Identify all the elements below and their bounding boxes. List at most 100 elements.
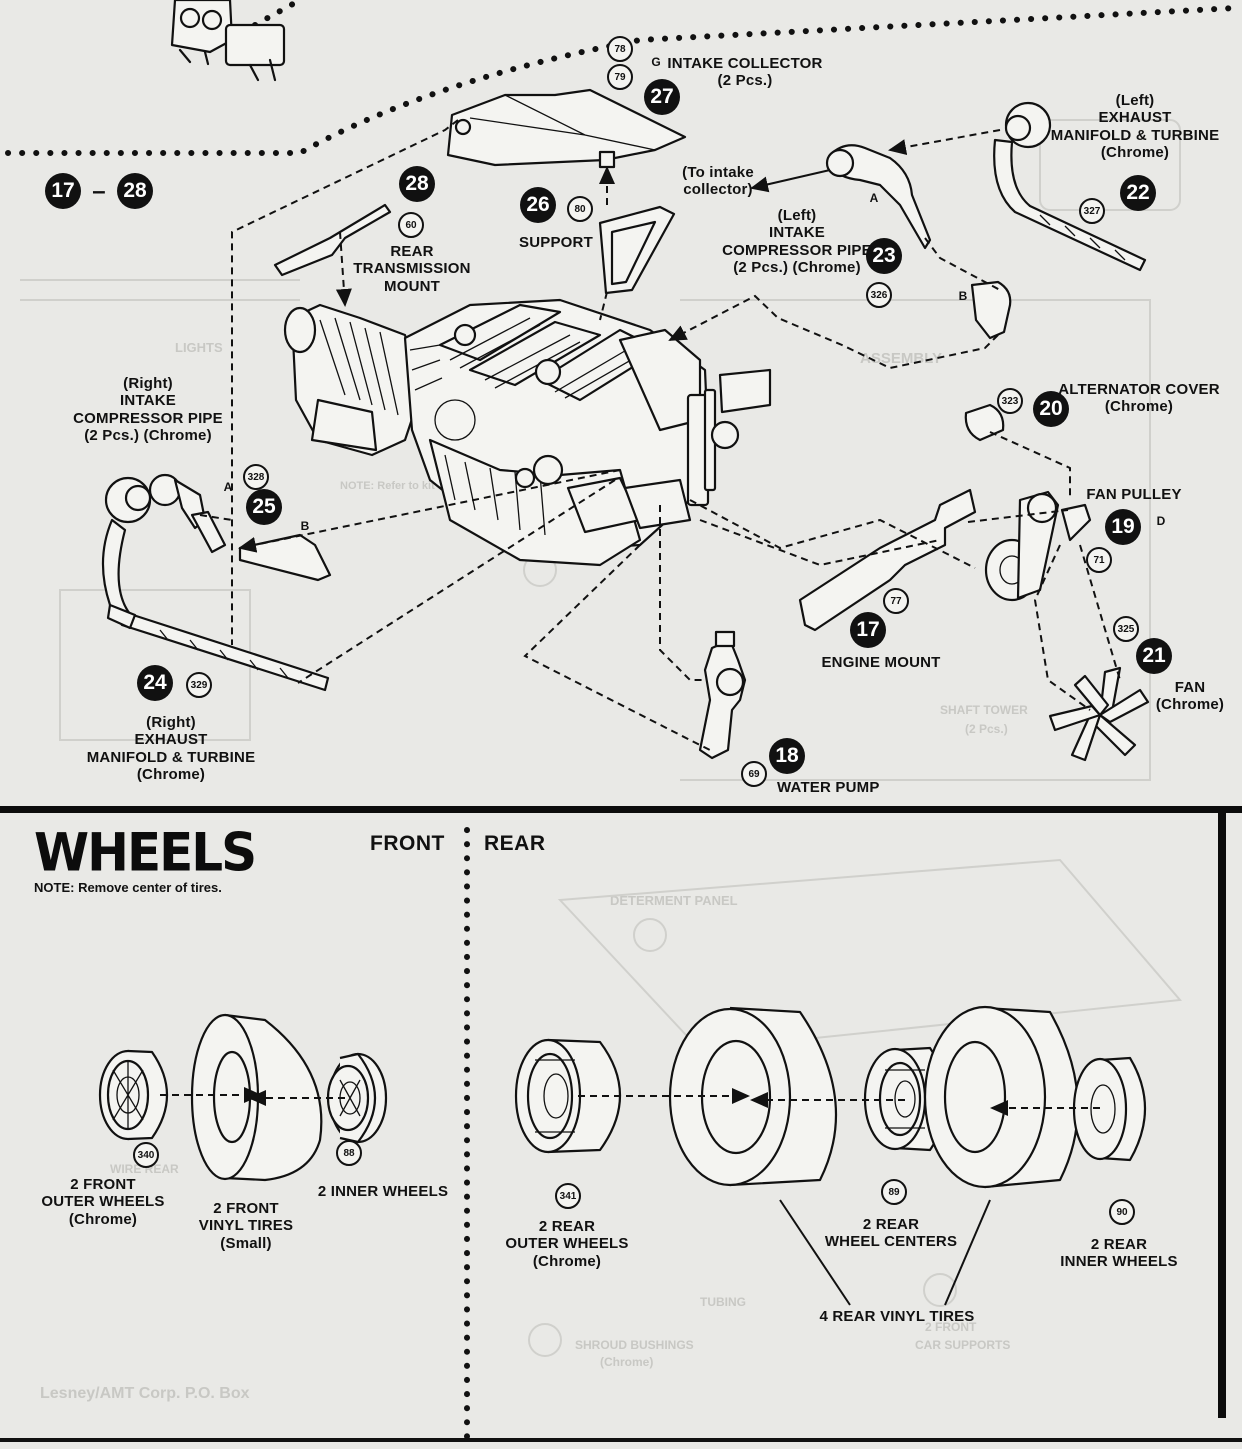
step-badge-17: 17: [850, 612, 886, 648]
label-inner-wheels: 2 INNER WHEELS: [317, 1183, 449, 1200]
part-number-79: 79: [607, 64, 633, 90]
label-left-intake-pipe: (Left)INTAKE COMPRESSOR PIPE(2 Pcs.) (Ch…: [722, 207, 872, 276]
dotted-boundary: [5, 5, 1238, 156]
part-number-78: 78: [607, 36, 633, 62]
ghost-text: LIGHTS: [175, 340, 223, 355]
engine-mount: [798, 488, 977, 632]
ghost-text: (2 Pcs.): [965, 722, 1008, 736]
step-badge-start: 17: [45, 173, 81, 209]
part-number-326: 326: [866, 282, 892, 308]
part-number-341: 341: [555, 1183, 581, 1209]
right-exhaust-manifold: [101, 476, 330, 692]
label-engine-mount: ENGINE MOUNT: [821, 654, 941, 671]
front-inner-wheel: [326, 1052, 388, 1144]
step-badge-20: 20: [1033, 391, 1069, 427]
ghost-text: SHROUD BUSHINGS: [575, 1338, 694, 1352]
range-dash: –: [92, 178, 106, 205]
part-number-327: 327: [1079, 198, 1105, 224]
ghost-text: (Chrome): [600, 1355, 654, 1369]
label-right-intake-pipe: (Right)INTAKE COMPRESSOR PIPE(2 Pcs.) (C…: [73, 375, 223, 444]
water-pump: [698, 630, 747, 760]
label-intake-collector: INTAKE COLLECTOR(2 Pcs.): [667, 55, 823, 90]
label-alternator-cover: ALTERNATOR COVER(Chrome): [1058, 381, 1220, 416]
rear-header: REAR: [484, 832, 546, 855]
front-vinyl-tire: [190, 1013, 323, 1182]
step-badge-22: 22: [1120, 175, 1156, 211]
fan-blade: [1048, 666, 1150, 762]
label-right-exhaust: (Right)EXHAUST MANIFOLD & TURBINE(Chrome…: [86, 714, 256, 783]
dotted-boundary-top: [252, 0, 303, 28]
attach-letter-a-left: A: [869, 191, 879, 205]
fan-pulley: [984, 490, 1092, 602]
step-badge-21: 21: [1136, 638, 1172, 674]
part-number-88: 88: [336, 1140, 362, 1166]
step-badge-24: 24: [137, 665, 173, 701]
step-badge-25: 25: [246, 489, 282, 525]
attach-letter-a-right: A: [223, 480, 233, 494]
attach-letter-d: D: [1156, 514, 1166, 528]
left-exhaust-manifold: [993, 101, 1147, 272]
attach-letter-b-left: B: [958, 289, 968, 303]
label-water-pump: WATER PUMP: [777, 779, 880, 796]
attach-letter-b-right: B: [300, 519, 310, 533]
ghost-text: TUBING: [700, 1295, 746, 1309]
frame-edge: [1218, 813, 1226, 1418]
section-divider: [0, 806, 1242, 813]
leader-line: [944, 1199, 991, 1306]
part-number-60: 60: [398, 212, 424, 238]
attach-letter-g: G: [651, 55, 661, 69]
wheels-title: WHEELS: [34, 822, 257, 883]
front-header: FRONT: [370, 832, 445, 855]
rear-transmission-mount: [273, 203, 392, 277]
step-badge-19: 19: [1105, 509, 1141, 545]
ghost-text: SHAFT TOWER: [940, 703, 1028, 717]
part-number-89: 89: [881, 1179, 907, 1205]
alternator-cover: [964, 403, 1005, 442]
step-badge-28: 28: [399, 166, 435, 202]
ghost-text: WIRE REAR: [110, 1162, 179, 1176]
ghost-text: CAR SUPPORTS: [915, 1338, 1011, 1352]
part-number-329: 329: [186, 672, 212, 698]
ghost-text: NOTE: Refer to kit: [340, 480, 435, 492]
label-support: SUPPORT: [519, 234, 593, 251]
assembly-lines: [199, 119, 1121, 751]
part-number-71: 71: [1086, 547, 1112, 573]
part-number-323: 323: [997, 388, 1023, 414]
part-number-325: 325: [1113, 616, 1139, 642]
step-badge-23: 23: [866, 238, 902, 274]
support-bracket: [598, 205, 676, 295]
label-fan: FAN(Chrome): [1155, 679, 1225, 714]
label-left-exhaust: (Left)EXHAUST MANIFOLD & TURBINE(Chrome): [1050, 92, 1220, 161]
step-badge-27: 27: [644, 79, 680, 115]
ghost-text: 2 FRONT: [925, 1320, 977, 1334]
step-badge-18: 18: [769, 738, 805, 774]
step-badge-26: 26: [520, 187, 556, 223]
intake-collector: [446, 88, 687, 169]
right-intake-compressor-pipe: [148, 473, 332, 582]
part-number-328: 328: [243, 464, 269, 490]
front-outer-wheel: [98, 1049, 169, 1141]
leader-line: [779, 1199, 851, 1306]
engine-block: [283, 298, 772, 567]
part-number-69: 69: [741, 761, 767, 787]
part-number-77: 77: [883, 588, 909, 614]
label-fan-pulley: FAN PULLEY: [1086, 486, 1182, 503]
label-rear-vinyl-tires: 4 REAR VINYL TIRES: [819, 1308, 975, 1325]
rear-vinyl-tire-2: [923, 1005, 1079, 1189]
part-number-90: 90: [1109, 1199, 1135, 1225]
rear-vinyl-tire-1: [668, 1006, 838, 1187]
part-number-80: 80: [567, 196, 593, 222]
ghost-outlines: [20, 119, 1183, 1357]
wheels-note: NOTE: Remove center of tires.: [34, 880, 222, 895]
ghost-text: Lesney/AMT Corp. P.O. Box: [40, 1385, 250, 1402]
part-number-340: 340: [133, 1142, 159, 1168]
